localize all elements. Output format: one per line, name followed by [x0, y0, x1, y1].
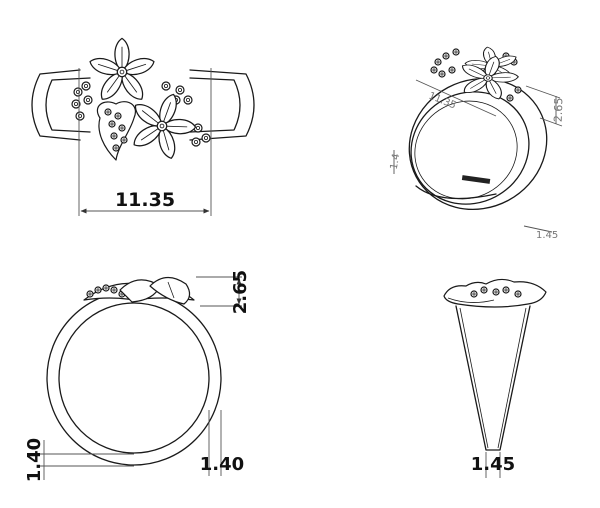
band-outer [408, 77, 548, 211]
front-shank-left-label: 1.40 [24, 438, 45, 482]
svg-text:1.45: 1.45 [536, 230, 558, 241]
side-shank [455, 305, 531, 451]
band-inner-circle [58, 302, 210, 454]
hallmark-stamp [461, 175, 491, 184]
flower-large [88, 38, 156, 103]
front-shank-right-label: 1.40 [200, 454, 244, 475]
band-left [31, 69, 81, 141]
top-view: 11.35 [31, 38, 255, 216]
band-right [189, 69, 255, 141]
perspective-view: 11.35 2.65 1.4 1.45 [389, 44, 566, 241]
front-height-label: 2.65 [230, 270, 251, 314]
svg-text:1.4: 1.4 [389, 153, 403, 171]
svg-text:2.65: 2.65 [552, 97, 566, 122]
band-outer-circle [46, 290, 222, 466]
front-view: 2.65 1.40 1.40 [24, 270, 251, 482]
side-view: 1.45 [443, 278, 547, 478]
front-petal-right [149, 276, 191, 305]
width-dimension-label: 11.35 [115, 189, 175, 211]
heart-setting [96, 101, 136, 161]
side-bottom-label: 1.45 [471, 454, 515, 475]
